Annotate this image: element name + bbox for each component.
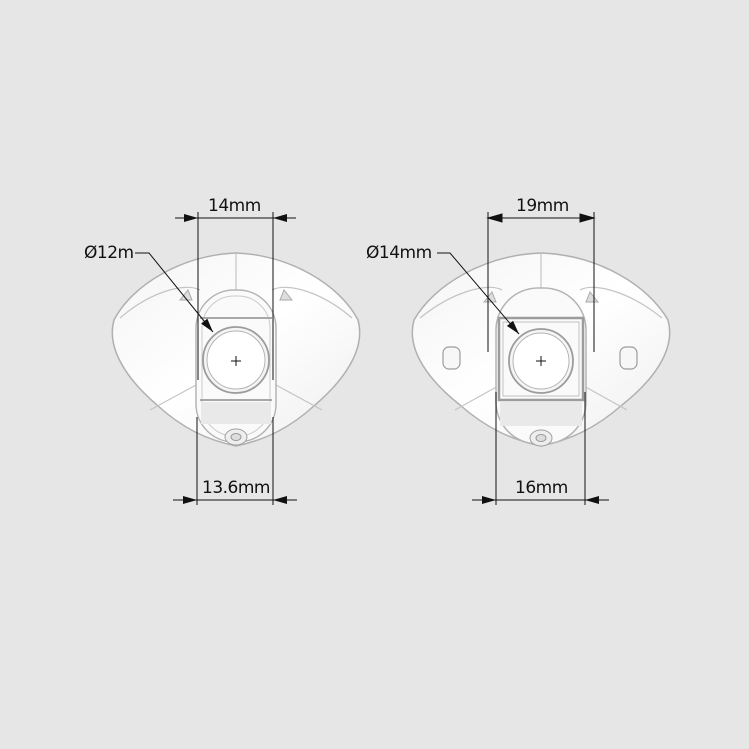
right-top-dimension: [486, 212, 596, 352]
left-center-mark: [231, 356, 241, 366]
right-center-mark: [536, 356, 546, 366]
right-diameter-leader: [437, 252, 520, 335]
left-top-dimension: [175, 212, 296, 380]
left-top-width-label: 14mm: [208, 196, 261, 216]
left-part-body: [111, 252, 361, 447]
right-top-width-label: 19mm: [516, 196, 569, 216]
left-bottom-width-label: 13.6mm: [202, 478, 270, 498]
right-bottom-width-label: 16mm: [515, 478, 568, 498]
right-diameter-label: Ø14mm: [366, 243, 432, 263]
right-bottom-dimension: [472, 392, 609, 505]
left-diameter-label: Ø12m: [84, 243, 134, 263]
left-bottom-dimension: [173, 417, 297, 505]
right-part-body: [411, 252, 671, 447]
left-diameter-leader: [135, 252, 214, 333]
